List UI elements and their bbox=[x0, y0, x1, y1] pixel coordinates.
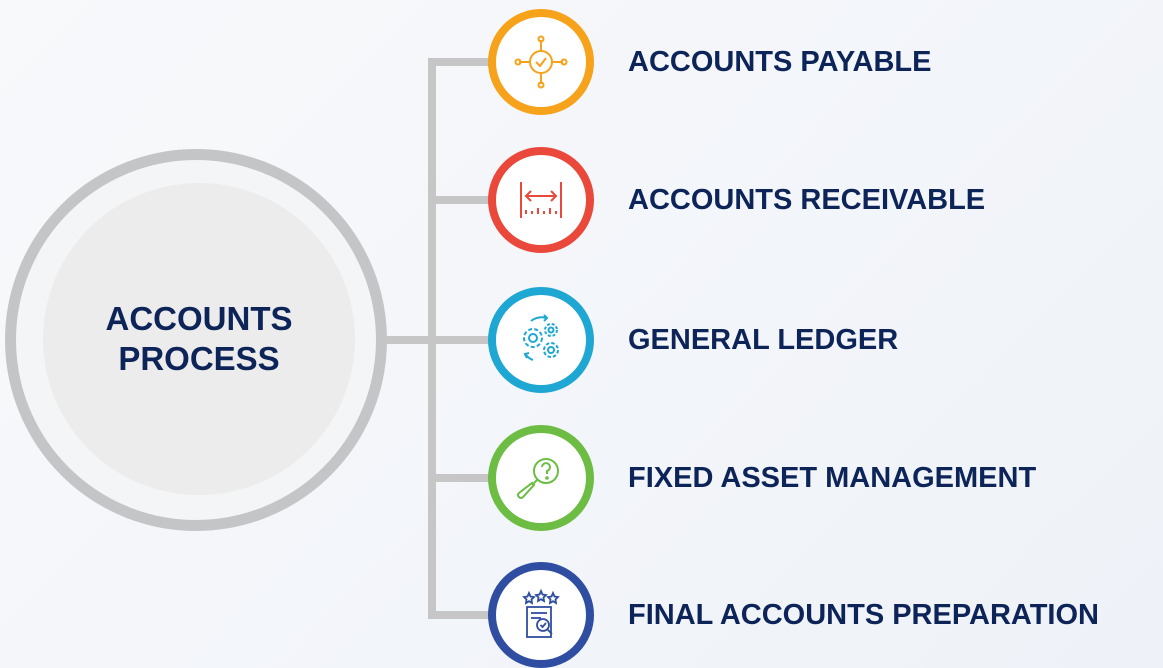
step-node-final-accounts-preparation bbox=[488, 562, 594, 668]
magnifier-question-icon bbox=[517, 458, 559, 499]
arrow-range-icon bbox=[520, 182, 562, 218]
step-label-accounts-payable: ACCOUNTS PAYABLE bbox=[628, 46, 932, 78]
hub-title: ACCOUNTS PROCESS bbox=[105, 300, 293, 377]
step-node-accounts-receivable bbox=[488, 147, 594, 253]
step-node-accounts-payable bbox=[488, 9, 594, 115]
step-node-general-ledger bbox=[488, 287, 594, 393]
step-label-fixed-asset-management: FIXED ASSET MANAGEMENT bbox=[628, 462, 1037, 494]
hub-inner-circle bbox=[43, 183, 355, 495]
step-node-fixed-asset-management bbox=[488, 425, 594, 531]
rated-document-icon bbox=[522, 588, 560, 638]
step-label-final-accounts-preparation: FINAL ACCOUNTS PREPARATION bbox=[628, 599, 1099, 631]
step-label-accounts-receivable: ACCOUNTS RECEIVABLE bbox=[628, 184, 986, 216]
step-label-general-ledger: GENERAL LEDGER bbox=[628, 324, 899, 356]
target-check-icon bbox=[514, 35, 568, 89]
gears-cycle-icon bbox=[523, 314, 559, 361]
